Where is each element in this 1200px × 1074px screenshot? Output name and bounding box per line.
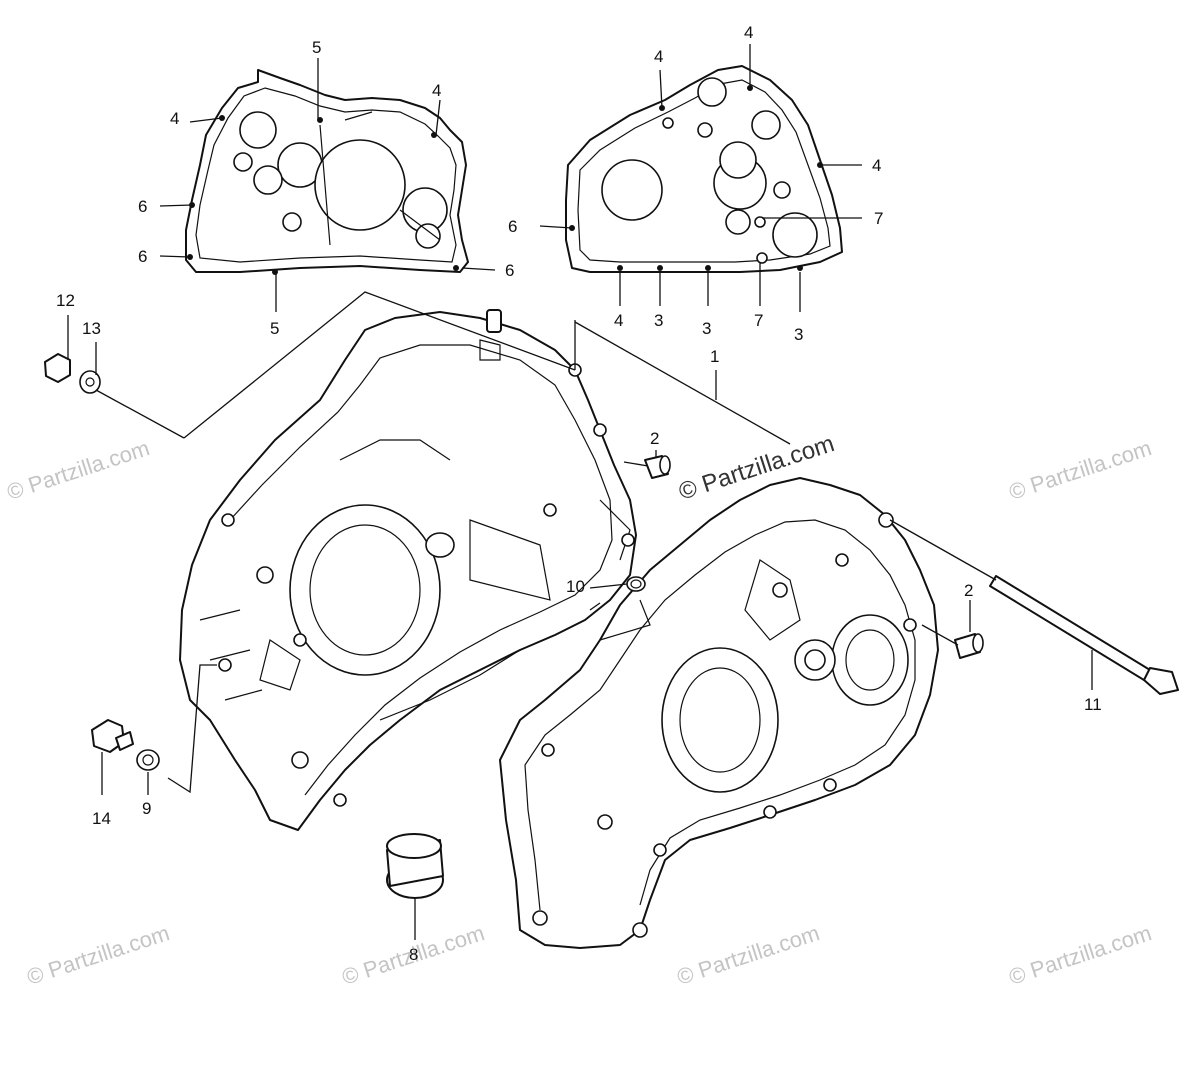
callout-2: 2 (650, 429, 659, 448)
nut (44, 353, 71, 383)
callout-7: 7 (754, 311, 763, 330)
callout-7: 7 (874, 209, 883, 228)
callout-4: 4 (432, 81, 441, 100)
watermark: © Partzilla.com (1006, 435, 1155, 505)
gasket-left (185, 69, 469, 275)
watermark: © Partzilla.com (24, 920, 173, 990)
watermark: © Partzilla.com (674, 920, 823, 990)
callout-4: 4 (614, 311, 623, 330)
callout-4: 4 (654, 47, 663, 66)
crankcase-left (179, 309, 637, 831)
callout-3: 3 (654, 311, 663, 330)
callout-2: 2 (964, 581, 973, 600)
dowel-pin-upper (644, 455, 671, 479)
o-ring (626, 576, 646, 592)
callout-12: 12 (56, 291, 75, 310)
dowel-pin-right (954, 633, 984, 659)
callout-11: 11 (1084, 695, 1102, 714)
watermark: © Partzilla.com (4, 435, 153, 505)
leader-lines (67, 44, 1093, 940)
gasket-right (565, 65, 843, 273)
callout-4: 4 (170, 109, 179, 128)
callout-1: 1 (710, 347, 719, 366)
callout-6: 6 (138, 197, 147, 216)
long-bolt (989, 575, 1179, 695)
callout-6: 6 (138, 247, 147, 266)
callout-13: 13 (82, 319, 101, 338)
callout-10: 10 (566, 577, 585, 596)
washer-small (79, 370, 101, 394)
oil-seal-cap (386, 833, 444, 899)
callout-6: 6 (508, 217, 517, 236)
callout-14: 14 (92, 809, 111, 828)
drain-washer (136, 749, 160, 771)
callout-8: 8 (409, 945, 418, 964)
callout-4: 4 (872, 156, 881, 175)
callout-5: 5 (312, 38, 321, 57)
crankcase-right (499, 477, 939, 949)
watermark: © Partzilla.com (1006, 920, 1155, 990)
callout-3: 3 (702, 319, 711, 338)
callout-5: 5 (270, 319, 279, 338)
callout-4: 4 (744, 23, 753, 42)
drain-bolt (91, 719, 134, 753)
callout-6: 6 (505, 261, 514, 280)
callouts: 4 5 4 6 6 6 5 4 4 4 6 7 4 3 3 7 3 1 12 1… (56, 23, 1102, 964)
callout-3: 3 (794, 325, 803, 344)
callout-9: 9 (142, 799, 151, 818)
